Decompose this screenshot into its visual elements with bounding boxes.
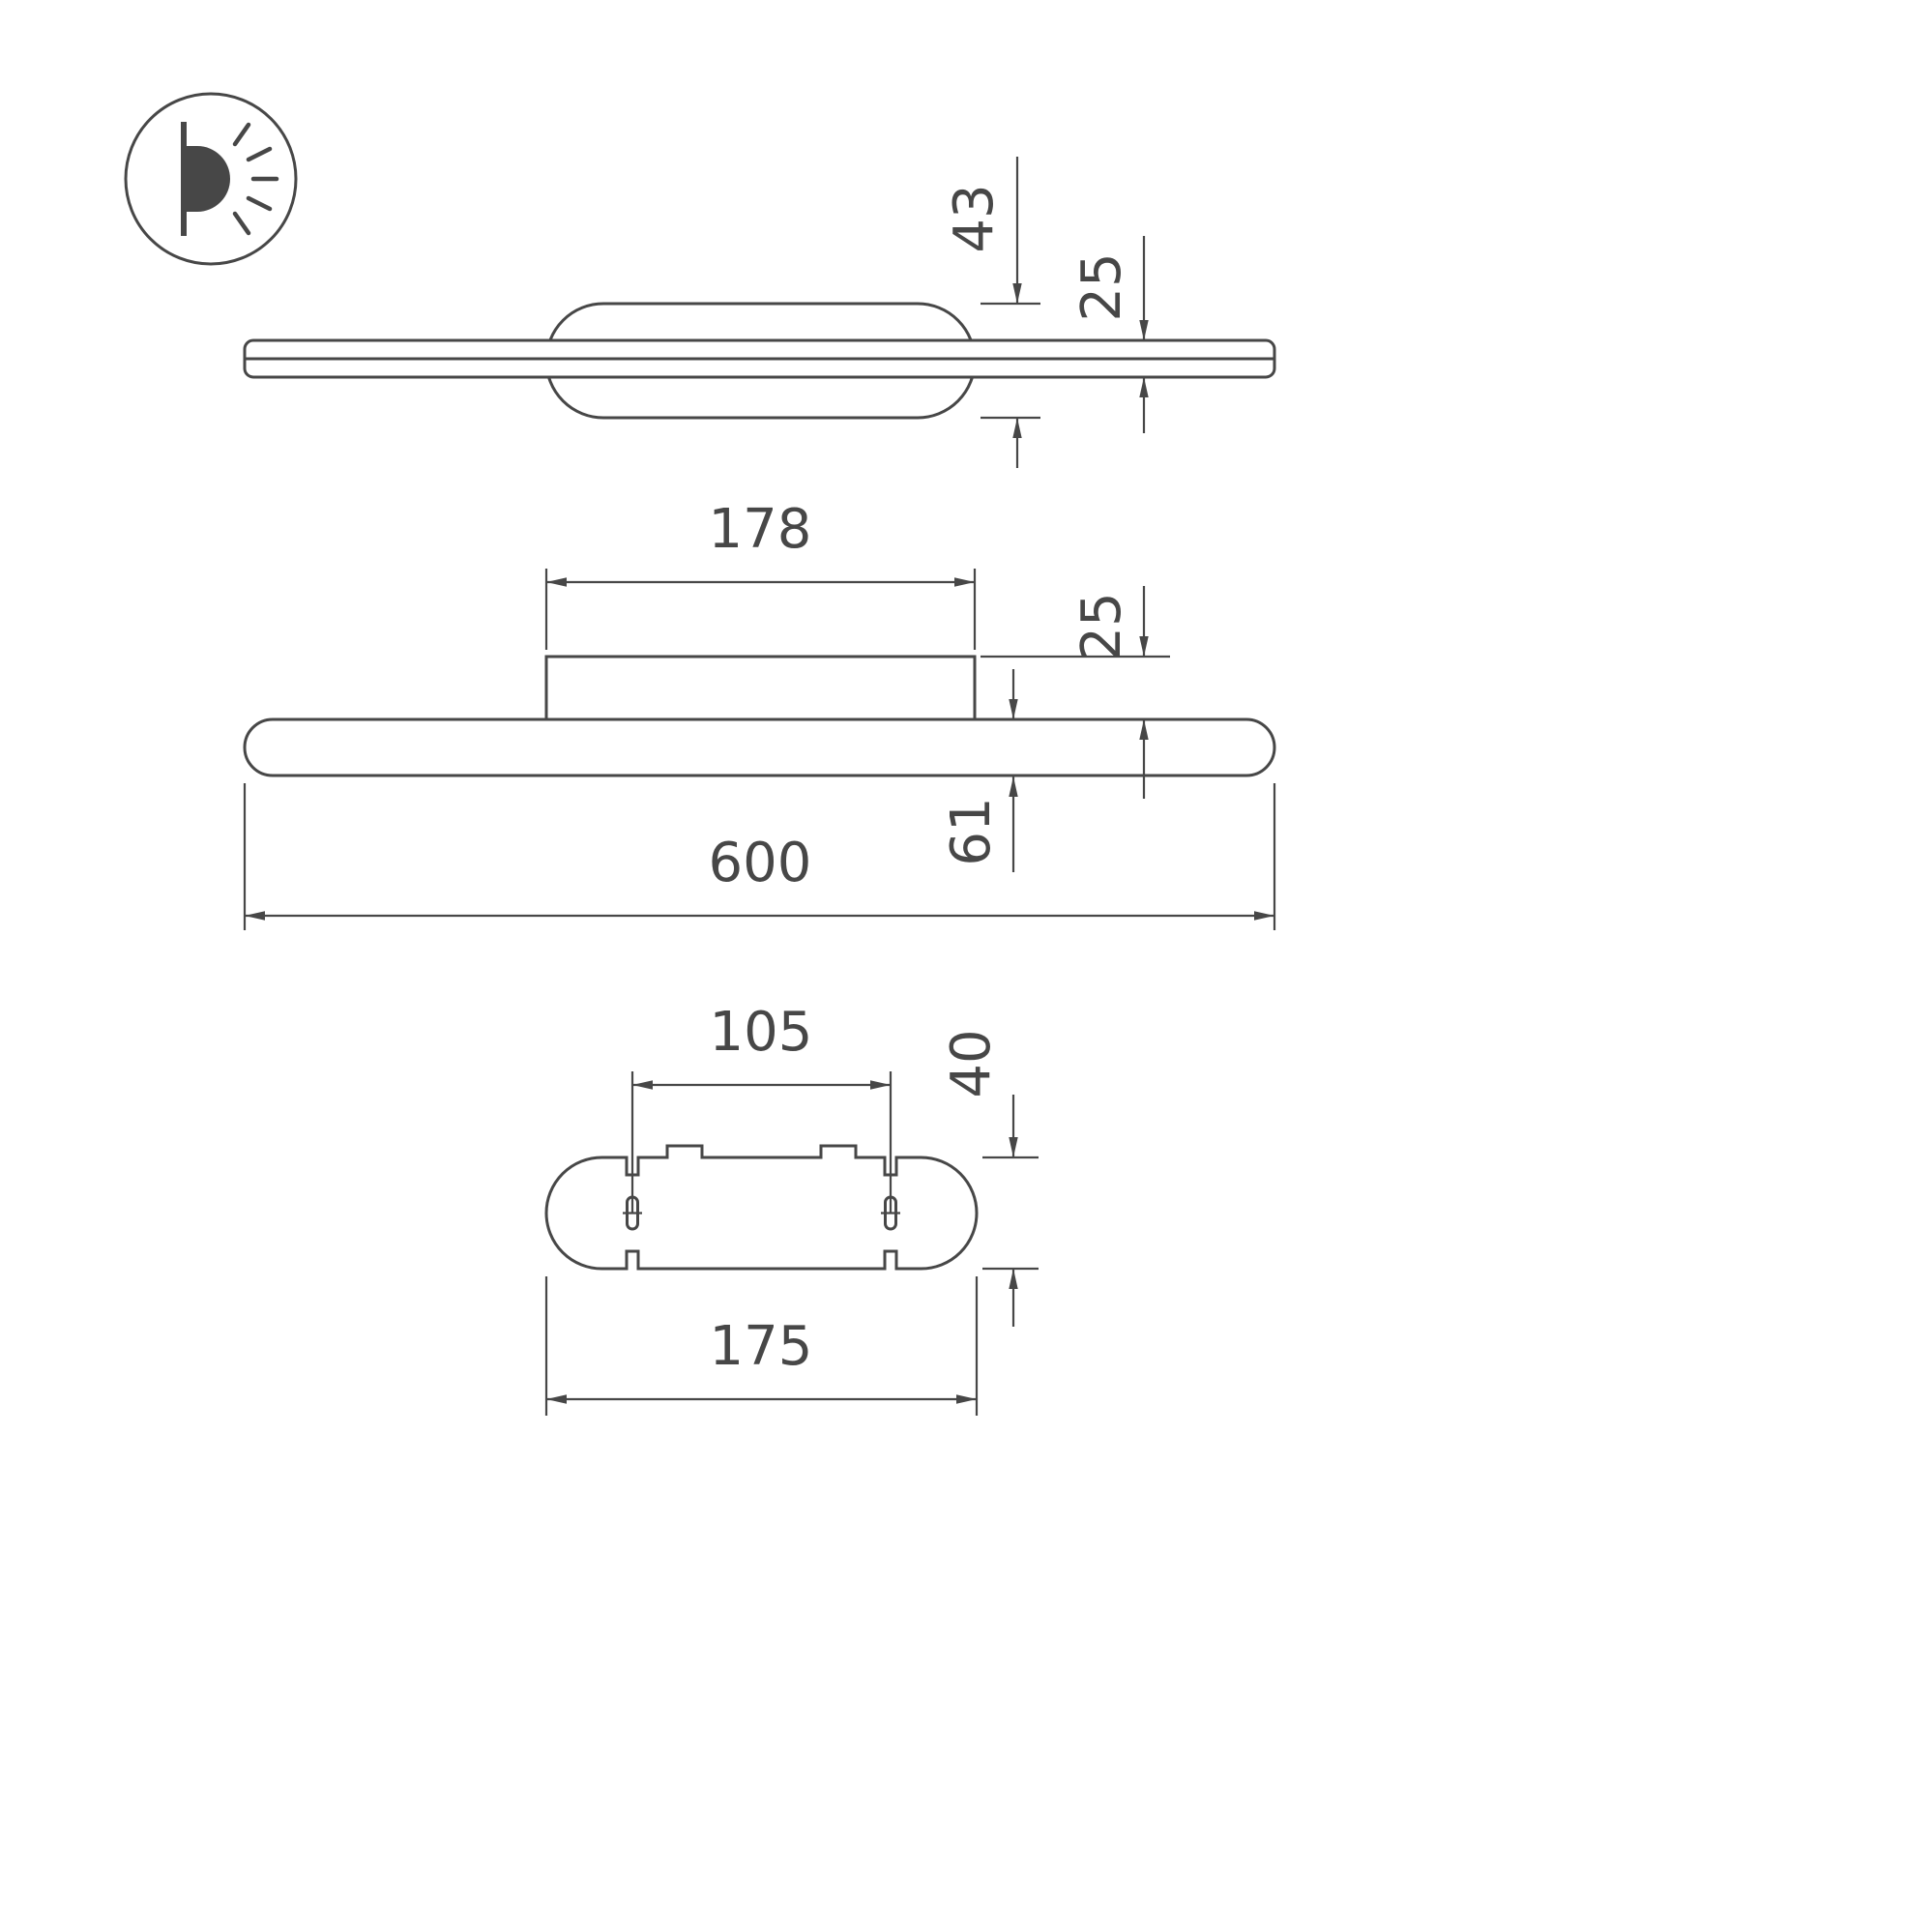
dimension-value: 61: [940, 797, 1003, 865]
dimension-value: 40: [940, 1029, 1003, 1098]
icon-light-ray: [246, 146, 273, 162]
dimension-bracket-length: 175: [544, 1276, 979, 1416]
dimension-value: 175: [710, 1315, 813, 1378]
dimension-bracket-height: 25: [981, 586, 1170, 799]
dimension-panel-height: 61: [940, 669, 1018, 872]
dimension-bracket-depth: 43: [943, 157, 1040, 468]
dimension-panel-depth: 25: [1070, 236, 1149, 433]
icon-light-ray: [232, 122, 251, 147]
dimension-value: 25: [1070, 592, 1133, 660]
bracket-plan-view: 105 40 175: [544, 1001, 1039, 1416]
dimension-value: 600: [709, 832, 812, 894]
icon-light-ray: [232, 211, 251, 236]
side-profile-view: 43 25: [243, 157, 1276, 468]
dimension-bracket-width: 178: [544, 498, 977, 650]
dimension-value: 178: [709, 498, 812, 561]
dimension-value: 43: [943, 184, 1006, 252]
wall-light-icon: [124, 92, 298, 266]
icon-lamp-body: [184, 146, 230, 212]
icon-light-ray: [246, 195, 273, 212]
mounting-bracket-front: [544, 655, 977, 721]
dimension-overall-length: 600: [243, 783, 1276, 930]
dimension-hole-spacing: 105: [630, 1001, 893, 1214]
dimension-value: 25: [1070, 252, 1133, 321]
front-view: 178 25 61 600: [243, 498, 1276, 930]
lamp-panel-front: [243, 717, 1276, 777]
dimension-bracket-plan-depth: 40: [940, 1029, 1039, 1327]
mounting-bracket-plan: [544, 1144, 979, 1271]
dimension-value: 105: [710, 1001, 813, 1064]
